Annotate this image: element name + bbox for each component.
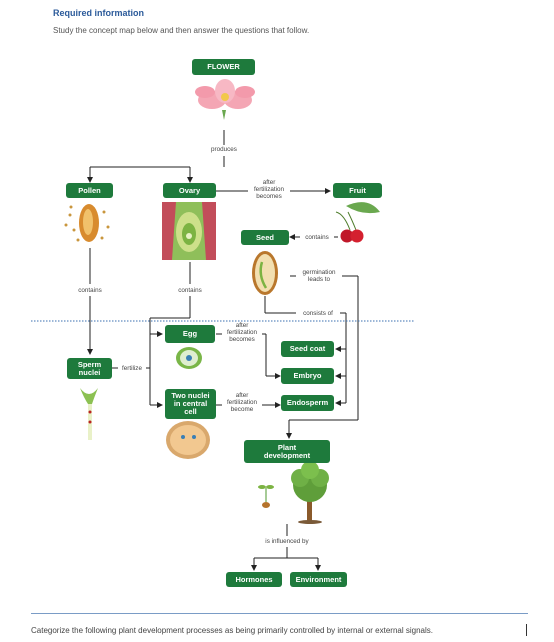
label-is-influenced-by: is influenced by <box>252 538 322 545</box>
cherry-illustration <box>335 202 380 243</box>
plant-growth-illustration <box>258 461 329 524</box>
question-text: Categorize the following plant developme… <box>31 626 433 635</box>
node-ovary: Ovary <box>163 183 216 198</box>
label-after-fertilization-becomes-fruit: after fertilization becomes <box>248 179 290 200</box>
node-flower: FLOWER <box>192 59 255 75</box>
text-cursor <box>526 624 527 636</box>
label-after-fertilization-becomes-embryo: after fertilization becomes <box>222 322 262 343</box>
node-seed-coat: Seed coat <box>281 341 334 357</box>
instructions-text: Study the concept map below and then ans… <box>53 26 310 35</box>
label-fertilize: fertilize <box>118 365 146 372</box>
label-contains-seed: contains <box>301 234 333 241</box>
node-sperm-nuclei: Sperm nuclei <box>67 358 112 379</box>
label-contains-ovary: contains <box>172 287 208 294</box>
label-contains-pollen: contains <box>72 287 108 294</box>
node-embryo: Embryo <box>281 368 334 384</box>
node-hormones: Hormones <box>226 572 282 587</box>
section-divider <box>31 613 528 614</box>
node-egg: Egg <box>165 325 215 343</box>
node-endosperm: Endosperm <box>281 395 334 411</box>
required-information-heading: Required information <box>53 8 145 18</box>
seed-illustration <box>252 251 278 295</box>
node-two-nuclei-central-cell: Two nuclei in central cell <box>165 389 216 419</box>
node-seed: Seed <box>241 230 289 245</box>
node-fruit: Fruit <box>333 183 382 198</box>
central-cell-illustration <box>166 421 210 459</box>
label-after-fertilization-become-endosperm: after fertilization become <box>222 392 262 413</box>
egg-illustration <box>176 347 202 369</box>
label-produces: produces <box>204 146 244 153</box>
node-pollen: Pollen <box>66 183 113 198</box>
node-environment: Environment <box>290 572 347 587</box>
pollen-illustration <box>64 204 110 242</box>
label-germination-leads-to: germination leads to <box>297 269 341 283</box>
flower-illustration <box>195 79 255 120</box>
ovary-illustration <box>162 202 216 260</box>
label-consists-of: consists of <box>297 310 339 317</box>
node-plant-development: Plant development <box>244 440 330 463</box>
sperm-nuclei-illustration <box>80 388 98 440</box>
